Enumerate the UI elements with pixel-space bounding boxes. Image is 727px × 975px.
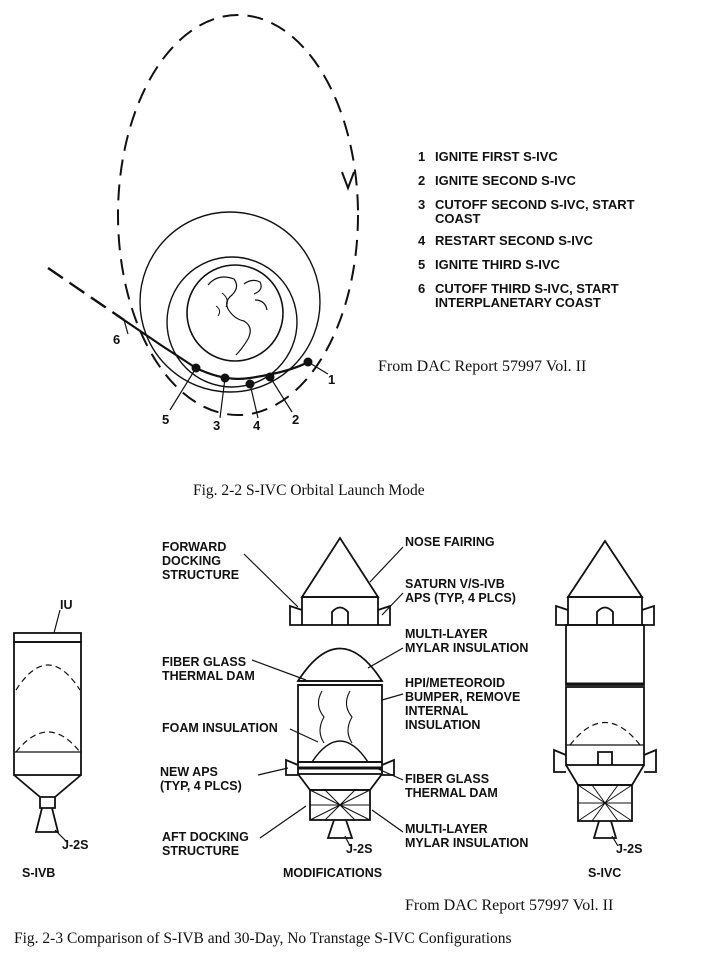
j2s-mid-label: J-2S — [346, 842, 373, 856]
point-1-label: 1 — [328, 372, 336, 387]
earth-globe — [186, 264, 284, 362]
fig-2-3-source: From DAC Report 57997 Vol. II — [405, 897, 614, 914]
fig-2-2-caption: Fig. 2-2 S-IVC Orbital Launch Mode — [193, 482, 425, 499]
sivc-title: S-IVC — [588, 866, 622, 880]
fiber-glass-right-label: FIBER GLASS THERMAL DAM — [405, 772, 498, 800]
escape-trajectory-dashed — [47, 267, 125, 321]
new-aps-label: NEW APS (TYP, 4 PLCS) — [160, 765, 242, 793]
modifications-title: MODIFICATIONS — [283, 866, 383, 880]
ellipse-direction-arrow — [341, 171, 355, 191]
parking-orbit-outer — [139, 211, 321, 393]
fig-2-2-source: From DAC Report 57997 Vol. II — [378, 358, 587, 375]
iu-label: IU — [60, 598, 73, 612]
nose-fairing-label: NOSE FAIRING — [405, 535, 495, 549]
mylar-top-label: MULTI-LAYER MYLAR INSULATION — [405, 627, 529, 655]
sivb-vehicle — [13, 609, 82, 844]
launch-trajectory — [123, 319, 309, 380]
modifications-vehicle — [243, 536, 404, 847]
forward-docking-label: FORWARD DOCKING STRUCTURE — [162, 540, 240, 582]
earth-continents — [207, 276, 268, 356]
j2s-left-label: J-2S — [62, 838, 89, 852]
sivc-vehicle — [553, 539, 657, 847]
parking-orbit-inner — [166, 256, 298, 388]
point-2-label: 2 — [292, 412, 300, 427]
fig-2-3-caption: Fig. 2-3 Comparison of S-IVB and 30-Day,… — [14, 930, 512, 947]
sivb-title: S-IVB — [22, 866, 56, 880]
j2s-right-label: J-2S — [616, 842, 643, 856]
aft-docking-label: AFT DOCKING STRUCTURE — [162, 830, 249, 858]
mylar-bottom-label: MULTI-LAYER MYLAR INSULATION — [405, 822, 529, 850]
point-3-label: 3 — [213, 418, 221, 433]
fiber-glass-left-label: FIBER GLASS THERMAL DAM — [162, 655, 255, 683]
point-6-label: 6 — [113, 332, 121, 347]
transfer-ellipse — [117, 14, 359, 416]
saturn-aps-label: SATURN V/S-IVB APS (TYP, 4 PLCS) — [405, 577, 516, 605]
fig-2-2-diagram — [47, 14, 359, 419]
point-4-label: 4 — [253, 418, 261, 433]
foam-label: FOAM INSULATION — [162, 721, 278, 735]
hpi-bumper-label: HPI/METEOROID BUMPER, REMOVE INTERNAL IN… — [405, 676, 521, 732]
point-5-label: 5 — [162, 412, 170, 427]
